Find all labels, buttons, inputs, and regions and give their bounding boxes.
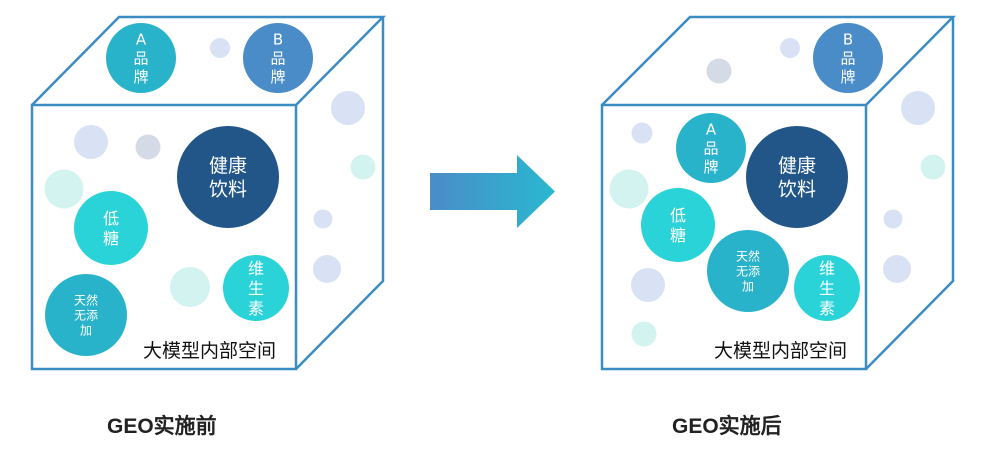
bubble-decor <box>706 58 732 84</box>
cube-after-frame <box>600 15 956 371</box>
bubble-label: 品 <box>703 139 718 157</box>
bubble-label: 加 <box>80 323 92 337</box>
bubble-label: 牌 <box>133 68 148 86</box>
bubble-label: 健康 <box>778 155 816 177</box>
bubble-label: A <box>136 31 147 49</box>
cube-before-frame <box>30 15 386 371</box>
bubble-label: 牌 <box>840 68 855 86</box>
bubble-brand-b: B品牌 <box>243 23 313 93</box>
bubble-label: 素 <box>248 299 264 318</box>
bubble-label: 牌 <box>270 68 285 86</box>
bubble-vitamin: 维生素 <box>223 255 289 321</box>
caption-before: GEO实施前 <box>107 415 217 438</box>
bubble-label: B <box>843 31 853 49</box>
bubble-label: 素 <box>819 299 835 318</box>
bubble-label: 天然 <box>74 292 98 307</box>
bubble-decor <box>74 125 108 159</box>
bubble-decor <box>609 169 649 209</box>
bubble-circle <box>223 255 289 321</box>
cube-before-top-face <box>31 15 386 106</box>
bubble-label: B <box>273 31 283 49</box>
bubble-low-sugar: 低糖 <box>74 191 148 265</box>
bubble-decor <box>313 209 333 229</box>
bubble-decor <box>883 209 903 229</box>
bubble-decor <box>631 268 665 302</box>
bubble-decor <box>780 38 800 58</box>
bubble-label: 糖 <box>670 226 686 245</box>
bubble-decor <box>901 91 935 125</box>
bubble-label: 维 <box>819 259 835 278</box>
bubble-decor <box>350 154 376 180</box>
bubble-circle <box>177 126 279 228</box>
bubble-brand-a: A品牌 <box>106 23 176 93</box>
bubble-decor <box>44 169 84 209</box>
bubble-circle <box>45 274 127 356</box>
bubble-low-sugar: 低糖 <box>641 188 715 262</box>
bubble-label: 糖 <box>103 229 119 248</box>
bubble-label: 无添 <box>736 264 760 278</box>
bubble-brand-a: A品牌 <box>676 113 746 183</box>
bubble-decor <box>331 91 365 125</box>
cube-after-side-face <box>865 17 955 370</box>
bubble-circle <box>641 188 715 262</box>
bubble-label: 低 <box>670 206 686 225</box>
bubble-label: 饮料 <box>778 179 816 201</box>
caption-after: GEO实施后 <box>672 415 782 438</box>
bubble-label: 加 <box>742 279 754 293</box>
space-label-after: 大模型内部空间 <box>714 340 847 362</box>
bubble-vitamin: 维生素 <box>794 255 860 321</box>
bubble-brand-b: B品牌 <box>813 23 883 93</box>
bubble-circle <box>676 113 746 183</box>
bubble-label: 品 <box>133 49 148 67</box>
bubble-circle <box>74 191 148 265</box>
bubble-decor <box>631 321 657 347</box>
space-label-before: 大模型内部空间 <box>143 340 276 362</box>
bubble-decor <box>210 38 230 58</box>
bubble-decor <box>313 255 341 283</box>
bubble-decor <box>170 267 210 307</box>
bubble-circle <box>106 23 176 93</box>
transition-arrow-icon <box>430 155 555 228</box>
bubble-label: 牌 <box>703 158 718 176</box>
bubble-label: 生 <box>248 279 264 298</box>
bubble-label: 维 <box>248 259 264 278</box>
cube-after-top-face <box>601 15 956 106</box>
bubble-label: 健康 <box>209 155 247 177</box>
bubble-decor <box>631 122 653 144</box>
cube-before-side-face <box>295 17 385 370</box>
bubble-label: 品 <box>270 49 285 67</box>
bubble-circle <box>813 23 883 93</box>
bubble-label: A <box>706 121 717 139</box>
bubble-decor <box>883 255 911 283</box>
bubble-label: 生 <box>819 279 835 298</box>
bubble-label: 饮料 <box>209 179 247 201</box>
bubble-circle <box>794 255 860 321</box>
bubble-decor <box>920 154 946 180</box>
bubble-decor <box>135 134 161 160</box>
bubble-label: 无添 <box>74 308 98 322</box>
bubble-label: 低 <box>103 209 119 228</box>
bubble-circle <box>746 126 848 228</box>
bubble-label: 品 <box>840 49 855 67</box>
bubble-circle <box>243 23 313 93</box>
bubble-label: 天然 <box>736 248 760 263</box>
bubble-circle <box>707 230 789 312</box>
